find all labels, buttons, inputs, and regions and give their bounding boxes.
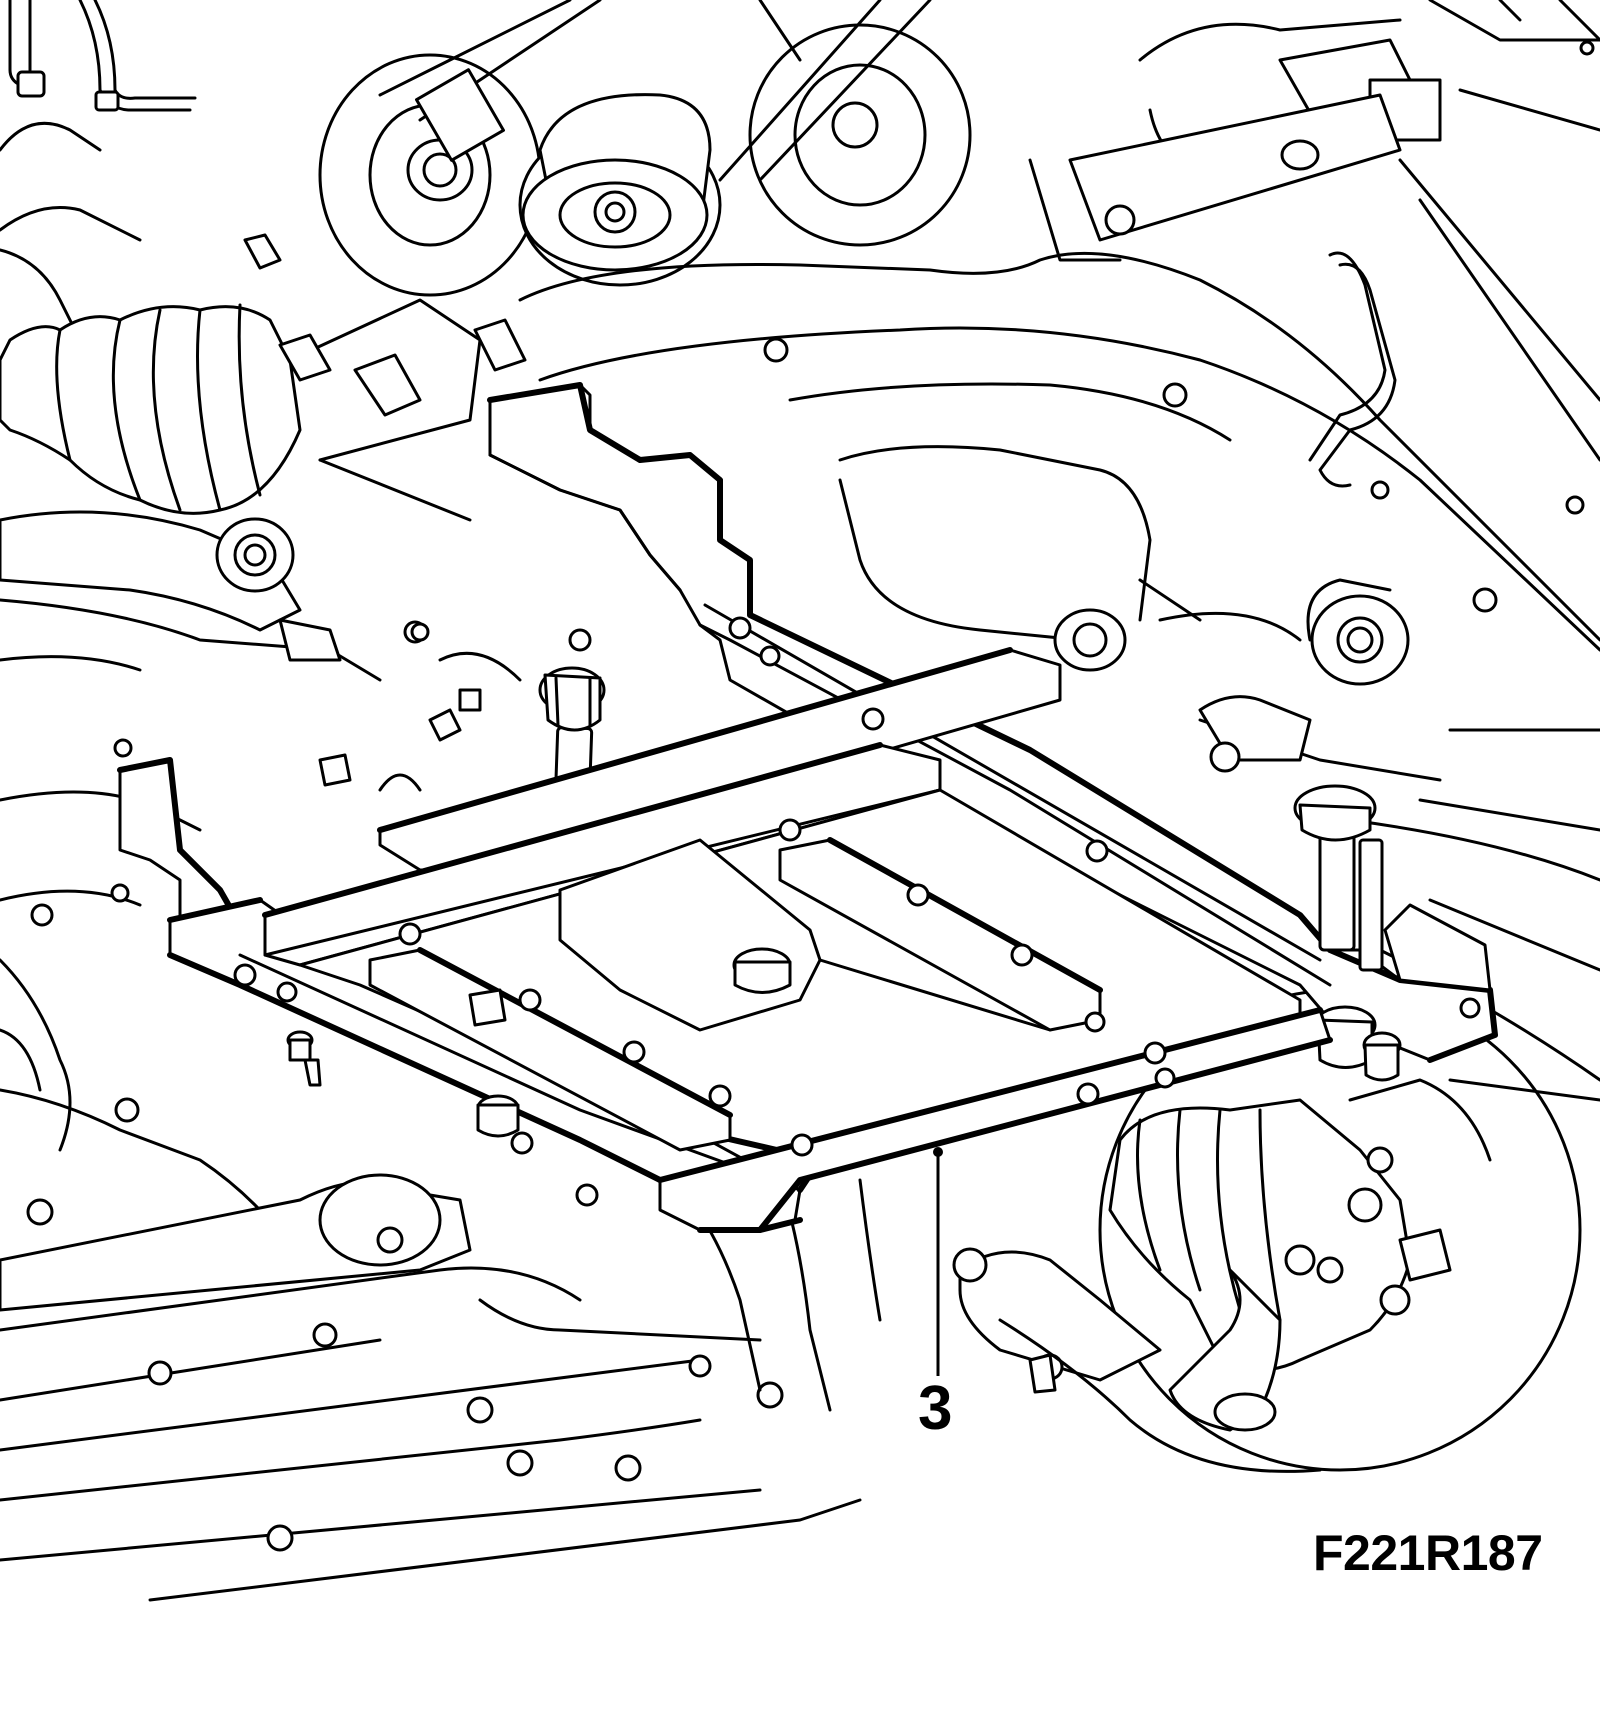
figure-reference-code: F221R187 [1313,1525,1543,1581]
fixture-bolts [286,947,792,1207]
fixture-holes [233,616,1481,1157]
callout-number-label: 3 [918,1374,953,1443]
engine-support-fixture [117,382,1498,1233]
callout-leader [933,1147,943,1376]
engine-background-linework [0,0,1600,1602]
